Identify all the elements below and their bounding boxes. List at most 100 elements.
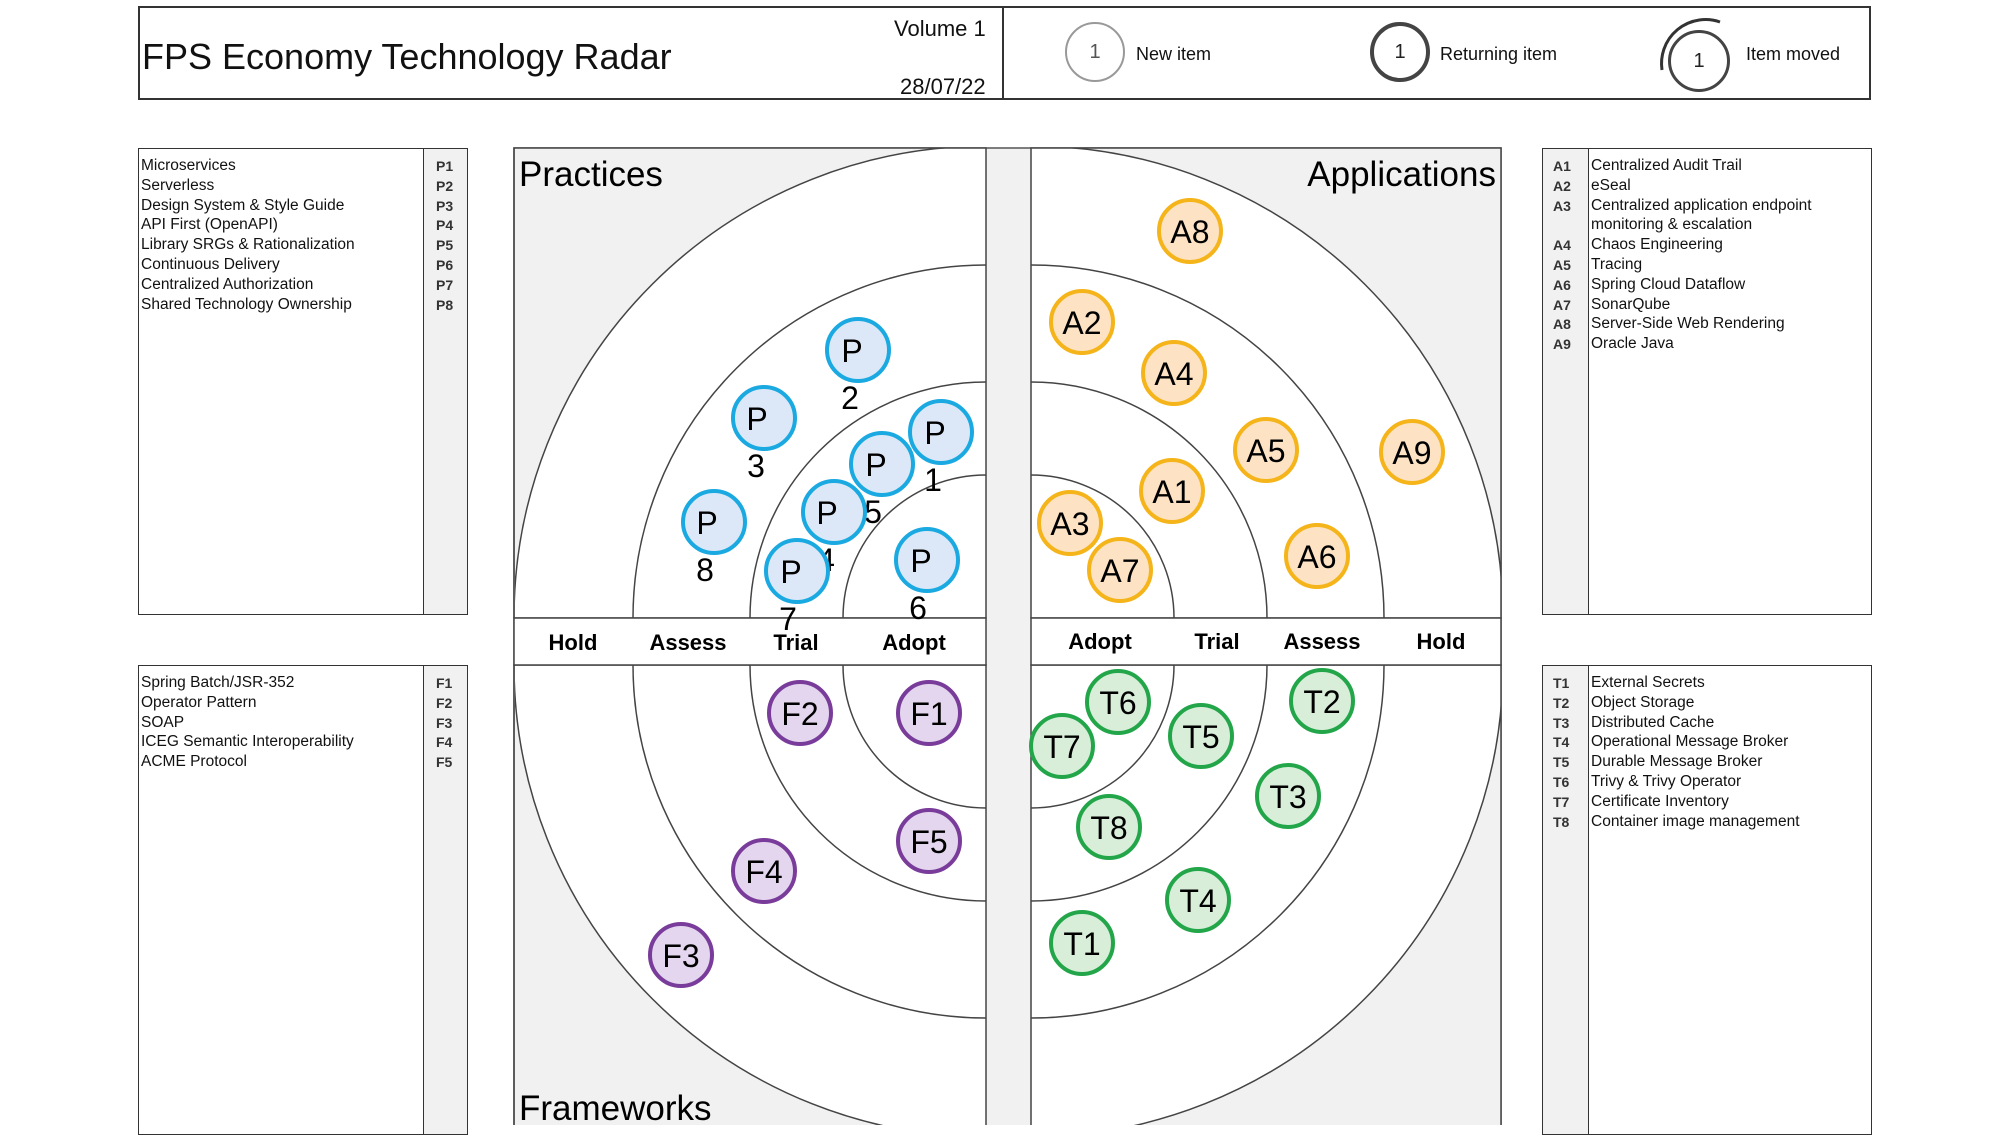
blip-label: T7 (1043, 729, 1080, 765)
blip-label: A1 (1152, 474, 1191, 510)
blip-label: A3 (1050, 506, 1089, 542)
list-code: T4 (1553, 734, 1570, 750)
frameworks-codes: F1 F2 F3 F4 F5 (424, 666, 467, 1134)
blip-number: 6 (909, 590, 927, 626)
applications-blip[interactable]: A6 (1284, 523, 1350, 589)
ring-label-assess-right: Assess (1283, 629, 1360, 654)
blip-label: A5 (1246, 433, 1285, 469)
list-item: Shared Technology Ownership (141, 296, 352, 313)
blip-label: T6 (1099, 685, 1136, 721)
blip-label: A6 (1297, 539, 1336, 575)
blip-label: P (924, 415, 945, 451)
ring-label-trial-left: Trial (773, 630, 818, 655)
list-code: A1 (1553, 158, 1571, 174)
applications-blip[interactable]: A3 (1037, 490, 1103, 556)
list-item: ICEG Semantic Interoperability (141, 733, 354, 750)
blip-label: F2 (781, 696, 818, 732)
tools-blip[interactable]: T6 (1085, 669, 1151, 735)
frameworks-blip[interactable]: F4 (731, 838, 797, 904)
tools-blip[interactable]: T4 (1165, 867, 1231, 933)
list-item: Library SRGs & Rationalization (141, 236, 355, 253)
frameworks-blip[interactable]: F2 (767, 680, 833, 746)
list-code: T7 (1553, 794, 1570, 810)
blip-label: P (841, 333, 862, 369)
frameworks-blip[interactable]: F3 (648, 922, 714, 988)
practices-blip[interactable]: P 8 (681, 489, 747, 588)
list-item: Tracing (1591, 256, 1643, 273)
blip-label: P (910, 543, 931, 579)
tools-blip[interactable]: T3 (1255, 763, 1321, 829)
applications-blip[interactable]: A8 (1157, 198, 1223, 264)
practices-names: Microservices Serverless Design System &… (139, 149, 424, 614)
blip-label: A9 (1392, 435, 1431, 471)
list-item: ACME Protocol (141, 753, 247, 770)
blip-number: 3 (747, 448, 765, 484)
list-item: Continuous Delivery (141, 256, 280, 273)
list-code: A7 (1553, 297, 1571, 313)
quadrant-title-frameworks: Frameworks (519, 1089, 712, 1125)
blip-label: T4 (1179, 883, 1216, 919)
frameworks-blip[interactable]: F5 (896, 808, 962, 874)
list-item: Oracle Java (1591, 335, 1674, 352)
list-item: Chaos Engineering (1591, 236, 1723, 253)
ring-label-assess-left: Assess (649, 630, 726, 655)
list-code: T8 (1553, 814, 1570, 830)
applications-blip[interactable]: A9 (1379, 419, 1445, 485)
blip-label: F4 (745, 854, 782, 890)
tools-blip[interactable]: T8 (1076, 794, 1142, 860)
list-code: A8 (1553, 316, 1571, 332)
applications-blip[interactable]: A1 (1139, 458, 1205, 524)
tools-blip[interactable]: T2 (1289, 668, 1355, 734)
list-item: Microservices (141, 157, 236, 174)
legend-moved-arc-icon (1660, 18, 1721, 71)
practices-blip[interactable]: P 1 (908, 399, 974, 498)
blip-number: 5 (864, 494, 882, 530)
practices-list: Microservices Serverless Design System &… (138, 148, 468, 615)
list-item: Server-Side Web Rendering (1591, 315, 1785, 332)
list-code: P1 (436, 158, 454, 174)
list-item: Serverless (141, 177, 215, 194)
tools-blip[interactable]: T5 (1168, 703, 1234, 769)
ring-label-adopt-left: Adopt (882, 630, 946, 655)
list-item: Design System & Style Guide (141, 197, 345, 214)
practices-blip[interactable]: P 2 (825, 317, 891, 416)
list-item: monitoring & escalation (1591, 216, 1753, 233)
list-item: Durable Message Broker (1591, 753, 1763, 770)
quadrant-title-practices: Practices (519, 155, 663, 194)
list-code: T5 (1553, 754, 1570, 770)
blip-label: P (865, 447, 886, 483)
list-item: Operational Message Broker (1591, 733, 1789, 750)
list-code: F1 (436, 675, 453, 691)
practices-blip[interactable]: P 3 (731, 385, 797, 484)
blip-label: T5 (1182, 719, 1219, 755)
frameworks-names: Spring Batch/JSR-352 Operator Pattern SO… (139, 666, 424, 1134)
applications-blip[interactable]: A7 (1087, 537, 1153, 603)
legend-new-label: New item (1136, 44, 1212, 64)
practices-blip[interactable]: P 5 (849, 431, 915, 530)
applications-blip[interactable]: A5 (1233, 417, 1299, 483)
applications-blip[interactable]: A4 (1141, 340, 1207, 406)
blip-label: T8 (1090, 810, 1127, 846)
blip-label: F1 (910, 696, 947, 732)
applications-blip[interactable]: A2 (1049, 289, 1115, 355)
legend-new-symbol: 1 (1089, 40, 1101, 63)
list-item: Centralized Audit Trail (1591, 157, 1742, 174)
frameworks-blip[interactable]: F1 (896, 680, 962, 746)
list-code: F3 (436, 715, 453, 731)
list-item: Centralized application endpoint (1591, 197, 1812, 214)
blip-label: P (816, 495, 837, 531)
tools-blip[interactable]: T7 (1029, 713, 1095, 779)
tools-names: External Secrets Object Storage Distribu… (1589, 666, 1871, 1134)
practices-blip[interactable]: P 6 (894, 527, 960, 626)
practices-blip[interactable]: P 7 (764, 538, 830, 637)
blip-label: F5 (910, 824, 947, 860)
ring-label-hold-right: Hold (1417, 629, 1466, 654)
list-item: External Secrets (1591, 674, 1705, 691)
list-code: T6 (1553, 774, 1570, 790)
list-code: F5 (436, 754, 453, 770)
list-code: P8 (436, 297, 454, 313)
tools-blip[interactable]: T1 (1049, 910, 1115, 976)
list-item: Spring Batch/JSR-352 (141, 674, 295, 691)
tools-list: T1 T2 T3 T4 T5 T6 T7 T8 External Secrets… (1542, 665, 1872, 1135)
